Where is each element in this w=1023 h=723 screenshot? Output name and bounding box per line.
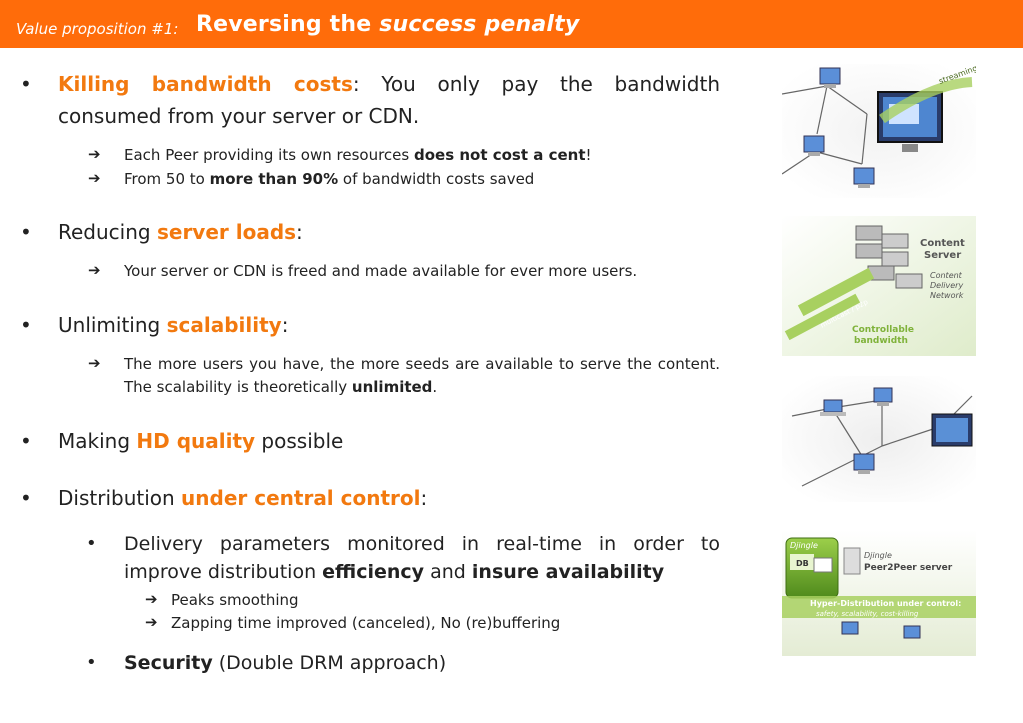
sub-text: !	[585, 146, 592, 164]
sub-bold: Security	[124, 652, 213, 674]
bullet-dot: •	[20, 313, 32, 337]
computer-icon	[853, 167, 875, 188]
bandwidth-label: bandwidth	[854, 336, 908, 346]
bullet-dot: •	[86, 533, 97, 554]
bullet-1-sub1: Each Peer providing its own resources do…	[124, 146, 592, 164]
server-label: Server	[924, 250, 961, 261]
bullet-4: Making HD quality possible	[58, 429, 343, 453]
bullet-3-sub1-line1: The more users you have, the more seeds …	[124, 355, 720, 373]
bullet-5-sub1-line2: improve distribution efficiency and insu…	[124, 561, 664, 583]
bullet-dot: •	[20, 429, 32, 453]
cdn-label-3: Network	[930, 291, 964, 300]
safety-label: safety, scalability, cost-killing	[816, 610, 919, 618]
bullet-dot: •	[20, 72, 32, 96]
bullet-1-rest: : You only pay the bandwidth	[352, 72, 720, 96]
bullet-text: Unlimiting	[58, 313, 167, 337]
bullet-1-line2: consumed from your server or CDN.	[58, 104, 420, 128]
sub-text: of bandwidth costs saved	[338, 170, 535, 188]
sub-text: (Double DRM approach)	[212, 652, 447, 674]
server-icon	[843, 547, 861, 575]
content-server-image: Content Server Content Delivery Network …	[782, 216, 976, 356]
sub-text: .	[432, 378, 438, 396]
sub-text: The scalability is theoretically	[124, 378, 352, 396]
sub-bold: efficiency	[322, 561, 425, 583]
bullet-4-highlight: HD quality	[136, 429, 256, 453]
sub-text: improve distribution	[124, 561, 323, 583]
bullet-text: Reducing	[58, 220, 157, 244]
title-bar: Value proposition #1: Reversing the succ…	[0, 0, 1023, 48]
bullet-text: :	[420, 486, 428, 510]
arrow-icon: ➔	[145, 590, 158, 608]
computer-icon	[853, 453, 875, 474]
bullet-2-sub1: Your server or CDN is freed and made ava…	[124, 262, 638, 280]
p2p-network-image	[782, 376, 976, 502]
peer2peer-label: Peer2Peer server	[864, 563, 953, 573]
sub-text: From 50 to	[124, 170, 210, 188]
sub-text: and	[424, 561, 472, 583]
title-part-b: success penalty	[379, 12, 580, 37]
arrow-icon: ➔	[88, 145, 101, 163]
bullet-dot: •	[86, 652, 97, 673]
bullet-5: Distribution under central control:	[58, 486, 427, 510]
djingle-db-label-2: DB	[796, 559, 809, 568]
bullet-5-subsub2: Zapping time improved (canceled), No (re…	[171, 614, 561, 632]
bullet-3: Unlimiting scalability:	[58, 313, 288, 337]
title-prefix: Value proposition #1:	[16, 20, 179, 38]
computer-icon	[803, 135, 825, 156]
bullet-3-sub1-line2: The scalability is theoretically unlimit…	[124, 378, 437, 396]
bullet-1-highlight: Killing bandwidth costs	[58, 72, 353, 96]
sub-bold: unlimited	[351, 378, 433, 396]
bullet-5-highlight: under central control	[181, 486, 421, 510]
djingle-db-label-1: Djingle	[790, 541, 818, 550]
bullet-text: Making	[58, 429, 137, 453]
bullet-text: :	[281, 313, 289, 337]
sub-bold: insure availability	[471, 561, 665, 583]
computer-icon	[819, 67, 841, 88]
title-part-a: Reversing the	[196, 12, 380, 37]
djingle-label: Djingle	[864, 551, 892, 560]
bullet-text: Distribution	[58, 486, 182, 510]
computer-icon	[903, 625, 921, 639]
p2p-streaming-image: streaming	[782, 64, 976, 198]
hyper-distribution-label: Hyper-Distribution under control:	[810, 599, 961, 608]
arrow-icon: ➔	[88, 354, 101, 372]
sub-bold: more than 90%	[209, 170, 339, 188]
bullet-2-highlight: server loads	[156, 220, 297, 244]
bullet-2: Reducing server loads:	[58, 220, 303, 244]
bullet-dot: •	[20, 486, 32, 510]
arrow-icon: ➔	[88, 169, 101, 187]
bullet-3-highlight: scalability	[166, 313, 282, 337]
page-title: Reversing the success penalty	[196, 12, 579, 37]
laptop-icon	[820, 399, 846, 416]
monitor-icon	[931, 413, 973, 447]
bullet-1-sub2: From 50 to more than 90% of bandwidth co…	[124, 170, 534, 188]
controllable-label: Controllable	[852, 325, 914, 335]
bullet-5-sub1-line1: Delivery parameters monitored in real-ti…	[124, 533, 720, 555]
djingle-server-image: Djingle DB Djingle Peer2Peer server Hype…	[782, 530, 976, 656]
bullet-5-sub2: Security (Double DRM approach)	[124, 652, 446, 674]
bullet-5-subsub1: Peaks smoothing	[171, 591, 299, 609]
computer-icon	[873, 387, 893, 406]
content-label: Content	[920, 238, 965, 249]
bullet-dot: •	[20, 220, 32, 244]
arrow-icon: ➔	[88, 261, 101, 279]
arrow-icon: ➔	[145, 613, 158, 631]
cdn-label-2: Delivery	[930, 281, 963, 290]
bullet-1-line1: Killing bandwidth costs: You only pay th…	[58, 72, 720, 96]
sub-text: Each Peer providing its own resources	[124, 146, 414, 164]
sub-bold: does not cost a cent	[413, 146, 586, 164]
bullet-text: :	[296, 220, 303, 244]
computer-icon	[841, 621, 859, 635]
cdn-label-1: Content	[930, 271, 963, 280]
bullet-text: possible	[255, 429, 344, 453]
